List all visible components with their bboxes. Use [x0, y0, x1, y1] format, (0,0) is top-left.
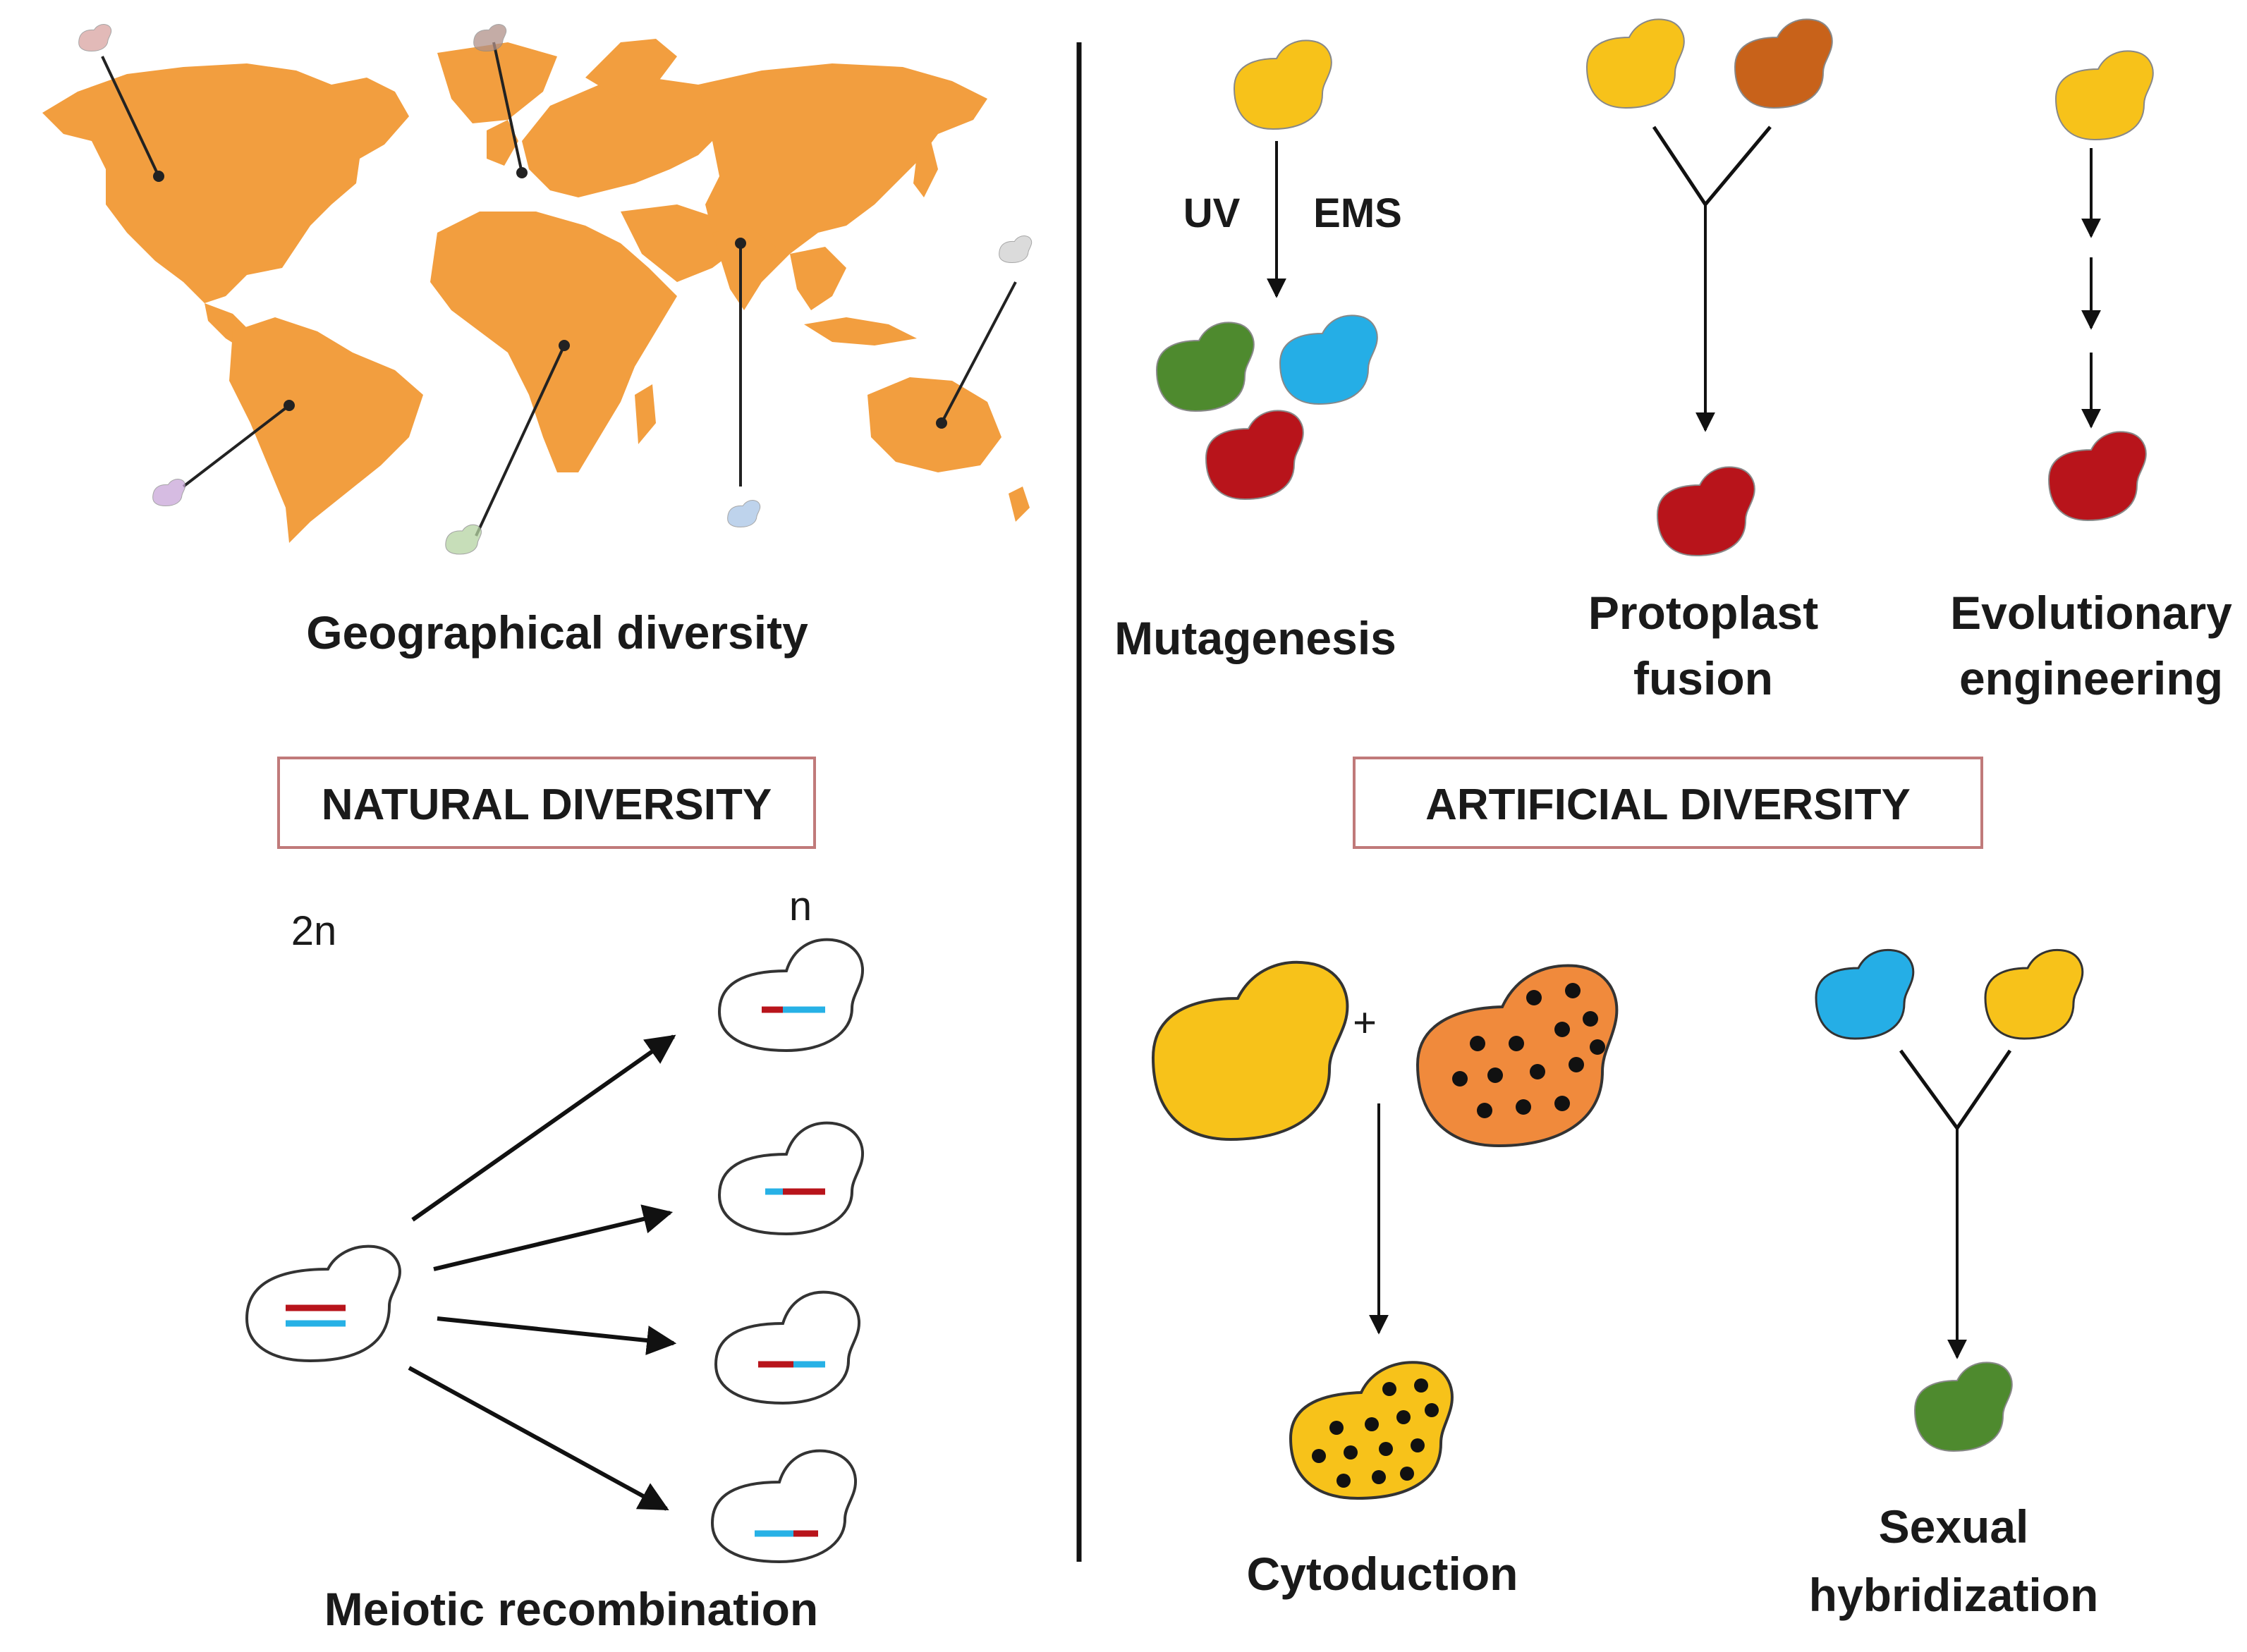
haploid-cell-4: [710, 1449, 858, 1564]
artificial-diversity-label: ARTIFICIAL DIVERSITY: [1425, 781, 1911, 829]
diploid-label: 2n: [291, 908, 337, 954]
mutagenesis-label: Mutagenesis: [1114, 612, 1396, 664]
yeast-south-america-icon: [152, 479, 186, 507]
meiotic-recombination-label: Meiotic recombination: [324, 1583, 818, 1635]
cytoduction-label: Cytoduction: [1247, 1548, 1518, 1600]
evolutionary-label-line2: engineering: [1959, 652, 2223, 704]
mutant-red-yeast-icon: [1205, 410, 1304, 501]
mutagenesis-group: UV EMS Mutagenesis: [1114, 39, 1402, 664]
uk-shape: [487, 120, 518, 166]
mutant-blue-yeast-icon: [1279, 314, 1378, 405]
south-america-shape: [229, 317, 423, 543]
protoplast-result-red-yeast-icon: [1656, 466, 1755, 557]
haploid-cell-3: [714, 1290, 861, 1405]
evolutionary-engineering-group: Evolutionary engineering: [1950, 50, 2232, 704]
yeast-north-america-icon: [78, 24, 112, 52]
yeast-africa-icon: [445, 524, 482, 555]
haploid-cell-1: [717, 938, 865, 1053]
greenland-shape: [437, 42, 557, 123]
africa-shape: [430, 212, 677, 472]
europe-shape: [522, 78, 726, 197]
scandinavia-shape: [585, 39, 677, 99]
plus-sign: +: [1353, 1000, 1377, 1046]
natural-diversity-box: [277, 757, 816, 849]
hybridization-result-green-yeast-icon: [1913, 1362, 2013, 1452]
new-zealand-shape: [1009, 487, 1030, 522]
geographic-pointers: [101, 42, 1017, 537]
haploid-label: n: [789, 883, 812, 929]
evolutionary-label-line1: Evolutionary: [1950, 587, 2232, 639]
mutagenesis-parent-yeast-icon: [1233, 39, 1332, 130]
evolution-result-red-yeast-icon: [2047, 431, 2147, 522]
haploid-cell-2: [717, 1121, 865, 1236]
protoplast-label-line2: fusion: [1633, 652, 1773, 704]
artificial-diversity-box: [1353, 757, 1983, 849]
australia-shape: [867, 377, 1001, 472]
india-shape: [712, 226, 776, 310]
cytoduction-group: + Cytoduction: [1151, 960, 1619, 1600]
hybridization-blue-yeast-icon: [1815, 948, 1915, 1040]
yeast-oceania-icon: [999, 235, 1033, 264]
japan-shape: [913, 141, 938, 197]
meiosis-arrows: [408, 1034, 677, 1511]
ems-label: EMS: [1313, 190, 1402, 236]
protoplast-fusion-group: Protoplast fusion: [1585, 18, 1833, 704]
geographic-points: [153, 167, 947, 429]
evolution-parent-yeast-icon: [2054, 50, 2154, 141]
sexual-label-line1: Sexual: [1879, 1500, 2029, 1553]
hybridization-yellow-yeast-icon: [1984, 948, 2084, 1040]
sexual-label-line2: hybridization: [1809, 1569, 2099, 1621]
diploid-cell: [245, 1244, 401, 1363]
indonesia-shape: [804, 317, 917, 345]
haploid-cells: [710, 938, 865, 1564]
asia-shape: [698, 63, 987, 282]
mutant-green-yeast-icon: [1155, 322, 1255, 412]
uv-label: UV: [1183, 190, 1241, 236]
southeast-asia-shape: [790, 247, 846, 310]
north-america-shape: [42, 63, 409, 303]
cytoduction-result-yeast-icon: [1289, 1361, 1454, 1500]
yeast-asia-icon: [727, 500, 761, 528]
natural-diversity-label: NATURAL DIVERSITY: [322, 781, 772, 829]
cytoduction-yellow-yeast-icon: [1151, 960, 1349, 1142]
protoplast-yellow-yeast-icon: [1585, 18, 1685, 109]
sexual-hybridization-group: Sexual hybridization: [1809, 948, 2099, 1621]
protoplast-label-line1: Protoplast: [1588, 587, 1818, 639]
cytoduction-dotted-orange-yeast-icon: [1415, 964, 1619, 1148]
protoplast-brown-yeast-icon: [1734, 18, 1833, 109]
madagascar-shape: [635, 384, 656, 444]
geographical-diversity-label: Geographical diversity: [306, 606, 808, 659]
world-map: [42, 39, 1030, 543]
